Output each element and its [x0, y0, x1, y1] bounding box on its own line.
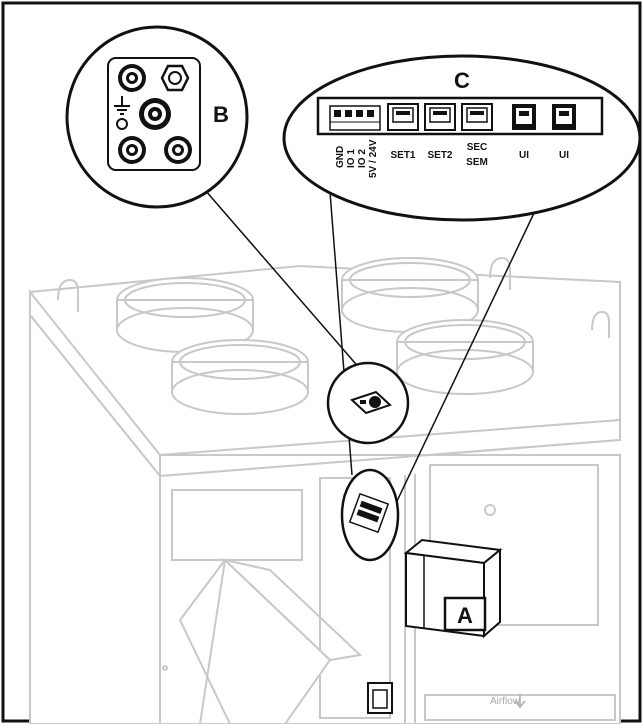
sec-label: SEC [467, 142, 488, 153]
ui-port-1 [512, 104, 536, 130]
hook-left [57, 278, 79, 312]
terminal-block-connector [329, 105, 381, 131]
ground-point-zoom [326, 361, 410, 445]
ui-label-1: UI [519, 150, 529, 161]
leader-line-b [204, 189, 369, 379]
set1-port [387, 103, 419, 131]
airflow-label: Airflow [490, 696, 521, 707]
ground-screw [116, 118, 128, 130]
callout-a-box [443, 596, 487, 632]
terminal-top-left [118, 64, 146, 92]
callout-c-zoom: C [282, 54, 642, 222]
terminal-center [139, 98, 171, 130]
airflow-arrow-icon [514, 694, 526, 709]
hook-right-front [591, 310, 610, 338]
pin-label-io1: IO 1 [346, 149, 357, 168]
callout-c-label: C [454, 68, 470, 93]
pin-label-gnd: GND [335, 146, 346, 168]
terminal-bottom-left [118, 136, 146, 164]
set2-label: SET2 [427, 150, 452, 161]
ventilation-unit: Airflow [29, 256, 621, 724]
unit-left-side [29, 312, 161, 724]
ui-label-2: UI [559, 150, 569, 161]
ground-symbol-icon [114, 96, 130, 115]
ui-port-2 [552, 104, 576, 130]
callout-b-label: B [213, 102, 229, 127]
inner-panel-left [171, 489, 303, 561]
sec-sem-port [461, 103, 493, 131]
callout-a-label: A [457, 603, 473, 628]
pin-label-io2: IO 2 [357, 149, 368, 168]
sem-label: SEM [466, 157, 488, 168]
callout-b-zoom: B [65, 25, 249, 209]
callout-b-box [202, 96, 240, 130]
duct-collar-rear-left [116, 277, 254, 353]
leader-line-c-right [387, 189, 546, 521]
component-a-box: A [403, 538, 503, 639]
set1-label: SET1 [390, 150, 415, 161]
power-switch [367, 682, 393, 714]
pin-label-5v-24v: 5V / 24V [368, 139, 379, 178]
duct-collar-front-left [171, 339, 309, 415]
set2-port [424, 103, 456, 131]
terminal-bottom-right [164, 136, 192, 164]
terminal-top-right [160, 64, 190, 92]
control-board-zoom [340, 468, 400, 562]
heat-exchanger [178, 558, 332, 724]
